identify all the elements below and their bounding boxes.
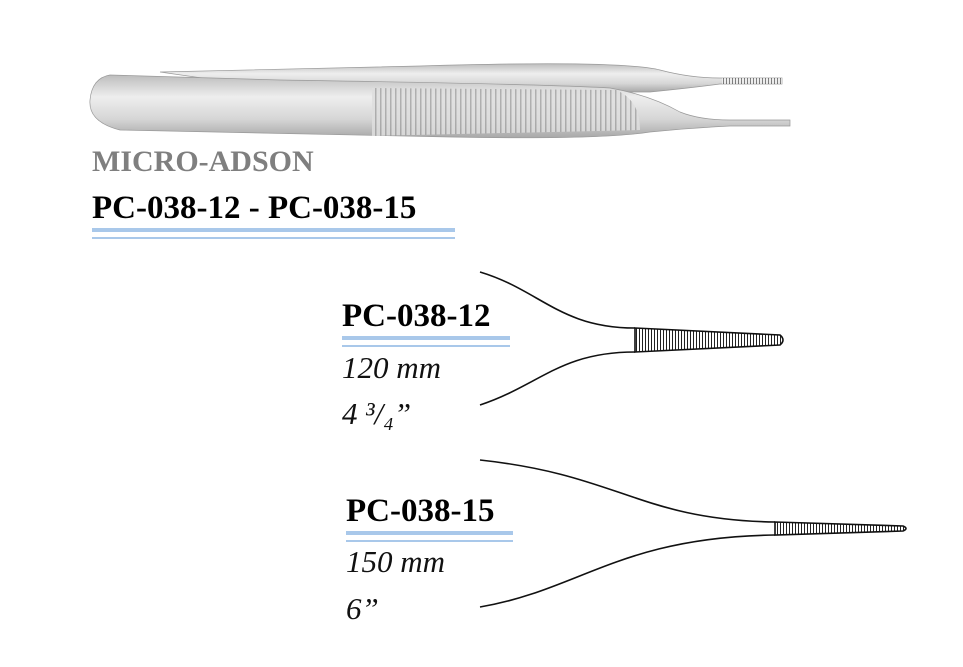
code-underline-thin (346, 540, 513, 542)
product-code-range: PC-038-12 - PC-038-15 (92, 190, 417, 226)
product-family-title: MICRO-ADSON (92, 145, 314, 178)
code-underline-thick (346, 531, 513, 535)
title-underline-thick (92, 228, 455, 232)
tip-drawing-pc-038-15 (479, 459, 907, 608)
length-mm: 150 mm (346, 544, 446, 579)
length-mm: 120 mm (342, 350, 442, 385)
code-underline-thin (342, 345, 510, 347)
item-code: PC-038-12 (342, 298, 491, 334)
code-underline-thick (342, 336, 510, 340)
tip-drawing-pc-038-12 (479, 271, 784, 406)
item-code: PC-038-15 (346, 493, 495, 529)
length-inches: 6” (346, 591, 379, 626)
title-underline-thin (92, 237, 455, 239)
length-inches: 4 ³/₄” (342, 396, 412, 431)
forceps-photo (89, 63, 791, 139)
